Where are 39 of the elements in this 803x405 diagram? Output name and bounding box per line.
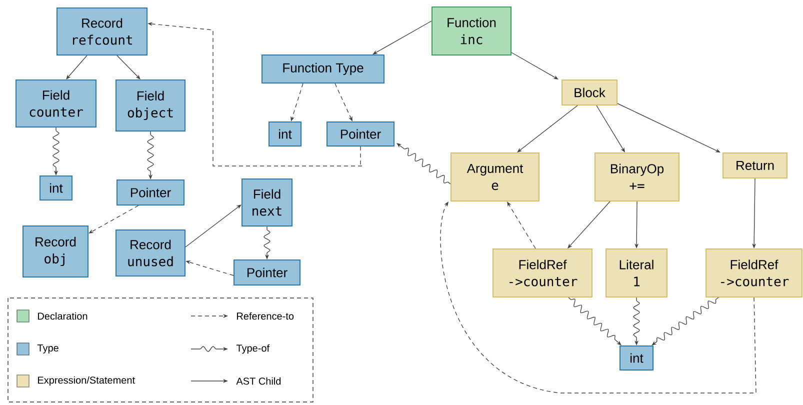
type-box: Field counter	[16, 80, 96, 128]
arrow	[507, 202, 536, 249]
type-box: Record obj	[22, 226, 88, 278]
type-box: Pointer	[116, 180, 184, 206]
type-box: Field next	[242, 178, 292, 226]
type-box: Record refcount	[56, 8, 148, 56]
arrow	[116, 55, 140, 80]
type-box: int	[268, 122, 302, 146]
arrow	[517, 105, 578, 152]
expression-box: Return	[722, 152, 788, 178]
expression-box: Literal 1	[606, 248, 668, 298]
arrow	[88, 205, 139, 234]
type-box: int	[620, 346, 654, 370]
type-box: Pointer	[326, 122, 394, 146]
type-box: Pointer	[234, 260, 300, 286]
legend-label: Expression/Statement	[38, 376, 135, 386]
legend-label: Reference-to	[237, 312, 294, 320]
type-box: int	[40, 176, 72, 200]
type-box: Field object	[116, 80, 186, 132]
arrow	[66, 55, 88, 80]
arrow	[568, 201, 610, 248]
expression-box: BinaryOp +=	[594, 152, 680, 202]
expression-box: Block	[562, 80, 618, 106]
expression-box: FieldRef ->counter	[706, 248, 802, 298]
legend-label: Type	[37, 344, 58, 354]
expression-box: FieldRef ->counter	[492, 248, 592, 298]
arrow	[372, 20, 432, 54]
expression-box: Argument e	[450, 152, 540, 202]
type-box: Function Type	[262, 54, 384, 84]
legend-label: AST Child	[236, 377, 281, 385]
arrow	[511, 52, 558, 80]
arrow	[185, 204, 242, 248]
legend-label: Type-of	[236, 344, 270, 354]
arrow	[396, 143, 451, 184]
arrow	[440, 202, 756, 394]
arrow	[596, 105, 625, 152]
type-box: Record unused	[116, 230, 186, 276]
legend-label: Declaration	[38, 312, 88, 320]
declaration-box: Function inc	[432, 6, 512, 56]
